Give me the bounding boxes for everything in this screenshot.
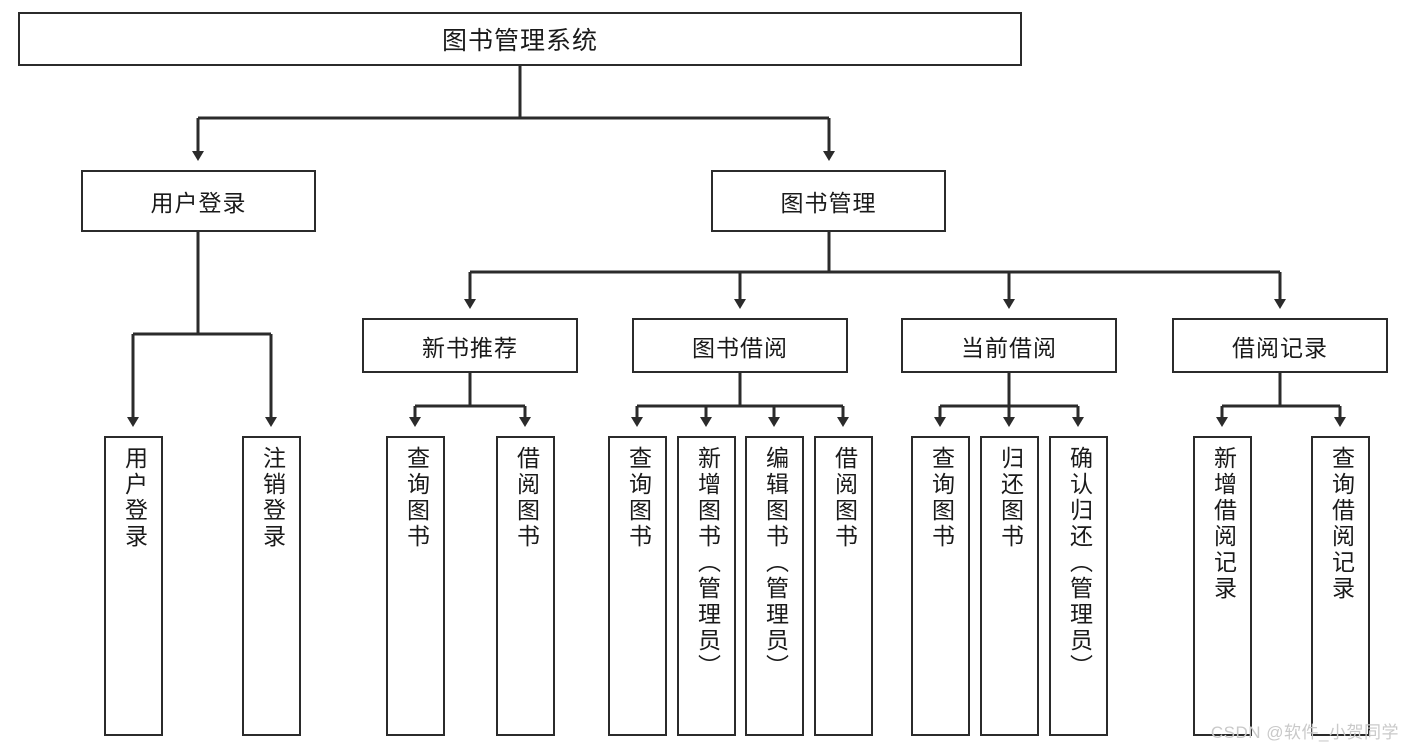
node-book-management[interactable]: 图书管理 bbox=[711, 170, 946, 232]
node-label: 用户登录 bbox=[150, 190, 247, 216]
leaf-borrow-records-query-record[interactable]: 查询借阅记录 bbox=[1311, 436, 1370, 736]
node-label: 借阅图书 bbox=[513, 446, 540, 550]
node-user-login[interactable]: 用户登录 bbox=[81, 170, 316, 232]
leaf-book-borrow-borrow-book[interactable]: 借阅图书 bbox=[814, 436, 873, 736]
node-label: 新增图书（管理员） bbox=[694, 446, 721, 680]
node-label: 图书管理系统 bbox=[441, 27, 598, 55]
leaf-current-borrow-confirm-return[interactable]: 确认归还（管理员） bbox=[1049, 436, 1108, 736]
node-label: 借阅图书 bbox=[831, 446, 858, 550]
node-root-book-management-system[interactable]: 图书管理系统 bbox=[18, 12, 1022, 66]
leaf-current-borrow-return-book[interactable]: 归还图书 bbox=[980, 436, 1039, 736]
node-label: 查询借阅记录 bbox=[1328, 446, 1355, 602]
node-label: 查询图书 bbox=[403, 446, 430, 550]
node-label: 新增借阅记录 bbox=[1210, 446, 1237, 602]
node-label: 用户登录 bbox=[121, 446, 148, 550]
leaf-borrow-records-add-record[interactable]: 新增借阅记录 bbox=[1193, 436, 1252, 736]
node-current-borrow[interactable]: 当前借阅 bbox=[901, 318, 1117, 373]
leaf-new-book-query-book[interactable]: 查询图书 bbox=[386, 436, 445, 736]
leaf-new-book-borrow-book[interactable]: 借阅图书 bbox=[496, 436, 555, 736]
node-label: 图书借阅 bbox=[692, 334, 788, 361]
node-label: 借阅记录 bbox=[1232, 334, 1328, 361]
node-book-borrow[interactable]: 图书借阅 bbox=[632, 318, 848, 373]
node-label: 当前借阅 bbox=[961, 334, 1057, 361]
watermark-text: CSDN @软件_小贺同学 bbox=[1210, 723, 1399, 742]
leaf-book-borrow-edit-book[interactable]: 编辑图书（管理员） bbox=[745, 436, 804, 736]
node-label: 归还图书 bbox=[997, 446, 1024, 550]
leaf-user-login-logout[interactable]: 注销登录 bbox=[242, 436, 301, 736]
node-label: 图书管理 bbox=[780, 190, 877, 216]
node-borrow-records[interactable]: 借阅记录 bbox=[1172, 318, 1388, 373]
node-label: 注销登录 bbox=[259, 446, 286, 550]
leaf-book-borrow-add-book[interactable]: 新增图书（管理员） bbox=[677, 436, 736, 736]
leaf-book-borrow-query-book[interactable]: 查询图书 bbox=[608, 436, 667, 736]
node-label: 确认归还（管理员） bbox=[1066, 446, 1093, 680]
node-label: 查询图书 bbox=[625, 446, 652, 550]
node-label: 新书推荐 bbox=[422, 334, 518, 361]
node-new-book-recommend[interactable]: 新书推荐 bbox=[362, 318, 578, 373]
node-label: 查询图书 bbox=[928, 446, 955, 550]
node-label: 编辑图书（管理员） bbox=[762, 446, 789, 680]
leaf-current-borrow-query-book[interactable]: 查询图书 bbox=[911, 436, 970, 736]
leaf-user-login-login[interactable]: 用户登录 bbox=[104, 436, 163, 736]
